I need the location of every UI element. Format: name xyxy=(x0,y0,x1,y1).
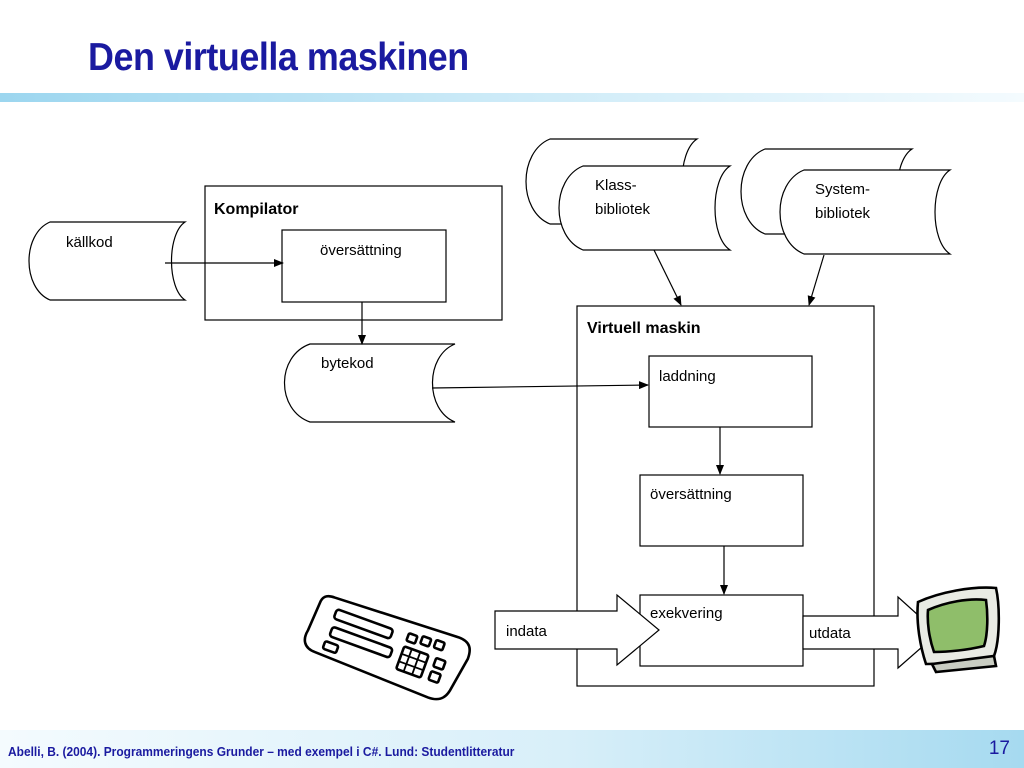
bytecode-to-vm-arrow xyxy=(431,381,649,390)
compiler-label: Kompilator xyxy=(214,201,298,218)
compiler-translation-box xyxy=(281,229,447,303)
slide-number: 17 xyxy=(988,738,1010,759)
title-divider xyxy=(0,93,1024,102)
vm-translation-label: översättning xyxy=(650,486,732,503)
vm-execution-box xyxy=(639,594,804,667)
bytecode-store xyxy=(283,343,456,423)
compiler-translation-label: översättning xyxy=(320,242,402,259)
output-label: utdata xyxy=(809,625,851,642)
footer-citation: Abelli, B. (2004). Programmeringens Grun… xyxy=(8,744,515,759)
vm-label: Virtuell maskin xyxy=(587,320,701,337)
vm-execution-label: exekvering xyxy=(650,605,723,622)
vm-loading-box xyxy=(648,355,813,428)
class-library-label-line1: Klass- xyxy=(595,177,637,194)
footer-band xyxy=(0,730,1024,768)
class-library-label-line2: bibliotek xyxy=(595,201,651,218)
system-library-to-vm-arrow xyxy=(807,254,825,306)
slide-title: Den virtuella maskinen xyxy=(88,36,469,79)
input-label: indata xyxy=(506,623,548,640)
system-library-label-line2: bibliotek xyxy=(815,205,871,222)
bytecode-label: bytekod xyxy=(321,355,374,372)
output-arrow xyxy=(802,595,939,670)
vm-loading-label: laddning xyxy=(659,368,716,385)
source-code-label: källkod xyxy=(66,234,113,251)
source-code-store xyxy=(28,221,187,301)
monitor-icon xyxy=(916,586,1001,674)
keyboard-icon xyxy=(303,594,471,701)
system-library-label-line1: System- xyxy=(815,181,870,198)
class-library-to-vm-arrow xyxy=(653,249,682,306)
input-arrow xyxy=(494,593,660,667)
vm-translation-box xyxy=(639,474,804,547)
class-library-store xyxy=(525,138,733,251)
system-library-store xyxy=(740,148,953,255)
